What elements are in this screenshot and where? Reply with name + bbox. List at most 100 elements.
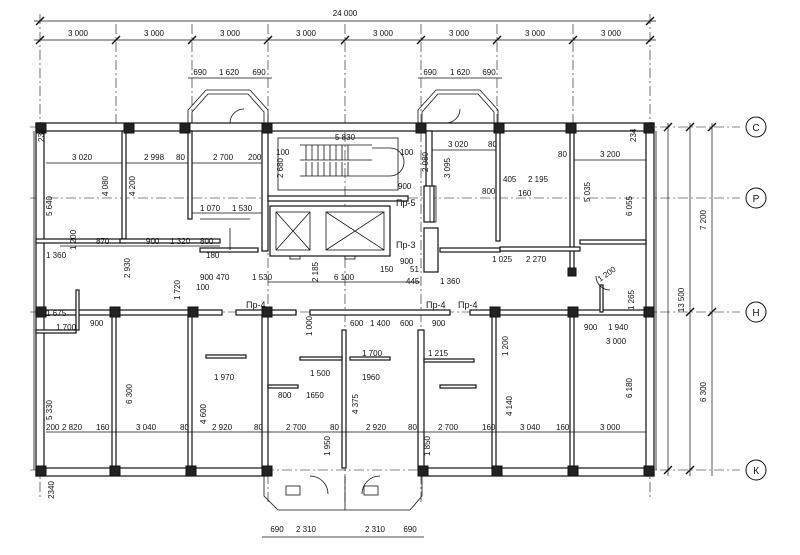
right-dim-6300: 6 300 <box>699 381 708 402</box>
bay-dim-5: 3 000 <box>373 29 394 38</box>
dim-2185: 2 185 <box>311 261 320 282</box>
low-80-a: 80 <box>180 423 189 432</box>
low-6300: 6 300 <box>125 383 134 404</box>
room-dim-200: 200 <box>248 153 262 162</box>
label-pr4-left: Пр-4 <box>246 300 265 310</box>
dim-150: 150 <box>380 265 394 274</box>
low-5330: 5 330 <box>45 399 54 420</box>
room-dim-234b: 234 <box>629 128 638 142</box>
right-dimension-chain: 7 200 13 500 6 300 <box>663 122 717 476</box>
room-dim-2998: 2 998 <box>144 153 165 162</box>
room-dim-3095: 3 095 <box>443 157 452 178</box>
room-dim-80b: 80 <box>488 140 497 149</box>
room-dim-80a: 80 <box>176 153 185 162</box>
bay-dim-7: 3 000 <box>525 29 546 38</box>
ventilation-shafts <box>423 185 439 273</box>
dim-100-mid: 100 <box>196 283 210 292</box>
dim-2930: 2 930 <box>123 257 132 278</box>
mid-zone-dims: 1 070 1 530 870 900 1 320 800 1 200 1 36… <box>46 204 636 310</box>
dim-1025: 1 025 <box>492 255 513 264</box>
bay-dim-4: 3 000 <box>296 29 317 38</box>
dim-2195: 2 195 <box>528 175 549 184</box>
bay-top-right-c: 690 <box>482 68 496 77</box>
dim-51: 51 <box>410 265 419 274</box>
low-1215: 1 215 <box>428 349 449 358</box>
dim-1530-a: 1 530 <box>232 204 253 213</box>
room-dim-3200: 3 200 <box>600 150 621 159</box>
room-dim-5640: 5 640 <box>45 195 54 216</box>
low-900-b: 900 <box>432 319 446 328</box>
low-1940: 1 940 <box>608 323 629 332</box>
bay-top-right-a: 690 <box>423 68 437 77</box>
bay-dim-2: 3 000 <box>144 29 165 38</box>
low-80-c: 80 <box>330 423 339 432</box>
low-2340: 2340 <box>47 481 56 499</box>
stair-dim-5830: 5 830 <box>335 133 356 142</box>
dim-900-stair: 900 <box>398 182 412 191</box>
corridor-walls <box>35 247 655 316</box>
bay-top-left-b: 1 620 <box>219 68 240 77</box>
low-1500: 1 500 <box>310 369 331 378</box>
low-1200: 1 200 <box>501 335 510 356</box>
dim-1360-left: 1 360 <box>46 251 67 260</box>
right-dim-7200: 7 200 <box>699 209 708 230</box>
room-dim-5035: 5 035 <box>583 181 592 202</box>
dim-800-b: 800 <box>200 237 214 246</box>
axis-k-label: К <box>753 466 759 477</box>
dim-2270: 2 270 <box>526 255 547 264</box>
low-2700-b: 2 700 <box>438 423 459 432</box>
room-dim-4200: 4 200 <box>128 175 137 196</box>
low-900-a: 900 <box>90 319 104 328</box>
low-4600: 4 600 <box>199 403 208 424</box>
low-1950: 1 950 <box>323 435 332 456</box>
low-1960: 1960 <box>362 373 380 382</box>
low-200-a: 200 <box>46 423 60 432</box>
axis-markers: С Р Н К <box>745 116 767 481</box>
label-pr4-mid: Пр-4 <box>426 300 445 310</box>
room-dim-6055: 6 055 <box>625 195 634 216</box>
low-600-b: 600 <box>400 319 414 328</box>
dim-445: 445 <box>406 277 420 286</box>
dim-800-a: 800 <box>482 187 496 196</box>
low-2920-b: 2 920 <box>366 423 387 432</box>
low-1675: 1 675 <box>46 309 67 318</box>
opening-labels: Пр-5 Пр-3 Пр-4 Пр-4 Пр-4 <box>246 198 477 310</box>
bay-window-dims-top: 690 1 620 690 690 1 620 690 <box>188 68 502 79</box>
bay-dim-1: 3 000 <box>68 29 89 38</box>
dim-160-a: 160 <box>518 189 532 198</box>
room-dim-3020: 3 020 <box>72 153 93 162</box>
columns <box>35 122 655 477</box>
stair-dim-100a: 100 <box>276 148 290 157</box>
axis-c-label: С <box>752 123 759 134</box>
dim-405: 405 <box>503 175 517 184</box>
bay-top-left-a: 690 <box>193 68 207 77</box>
dim-180: 180 <box>206 251 220 260</box>
low-6180: 6 180 <box>625 377 634 398</box>
dim-900-d: 900 <box>400 257 414 266</box>
room-dim-4080: 4 080 <box>101 175 110 196</box>
lower-room-dims: 200 2 820 160 3 040 80 2 920 80 2 700 80… <box>45 309 646 499</box>
low-3000-b: 3 000 <box>606 337 627 346</box>
dim-1200-right: 1 200 <box>596 264 618 283</box>
axis-p-label: Р <box>753 194 760 205</box>
stair-dim-100b: 100 <box>400 148 414 157</box>
room-dim-2680: 2 680 <box>276 157 285 178</box>
low-1700: 1 700 <box>56 323 77 332</box>
low-80-d: 80 <box>408 423 417 432</box>
low-600-a: 600 <box>350 319 364 328</box>
dim-1070: 1 070 <box>200 204 221 213</box>
low-3040-a: 3 040 <box>136 423 157 432</box>
right-dim-13500: 13 500 <box>677 287 686 312</box>
bottom-dim-b: 2 310 <box>296 525 317 534</box>
label-pr4-right: Пр-4 <box>458 300 477 310</box>
door-swings <box>229 108 611 291</box>
lower-partitions <box>35 284 604 471</box>
dim-1530-b: 1 530 <box>252 273 273 282</box>
bay-top-left-c: 690 <box>252 68 266 77</box>
low-3000: 3 000 <box>600 423 621 432</box>
bottom-dim-c: 2 310 <box>365 525 386 534</box>
low-4140: 4 140 <box>505 395 514 416</box>
low-1000: 1 000 <box>305 315 314 336</box>
